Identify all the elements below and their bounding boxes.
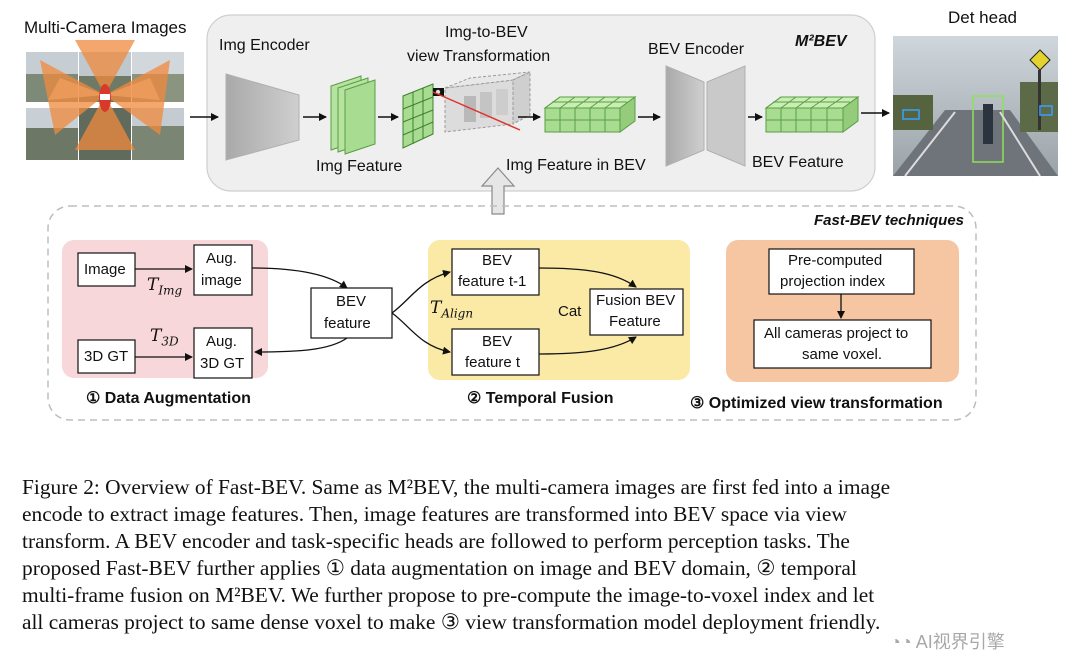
img-feature-in-bev-block [543, 96, 637, 133]
fusion-label-2: Feature [609, 313, 661, 330]
caption-line: multi-frame fusion on M²BEV. We further … [22, 583, 875, 607]
bev-encoder-label: BEV Encoder [648, 41, 745, 58]
fastbev-title: Fast-BEV techniques [814, 212, 965, 229]
img-encoder-shape [225, 73, 300, 161]
bev-curr-label-2: feature t [465, 354, 521, 371]
caption-line: encode to extract image features. Then, … [22, 502, 847, 526]
caption-line: proposed Fast-BEV further applies ① data… [22, 556, 857, 580]
watermark: ◔◔ AI视界引擎 [890, 632, 1005, 652]
img-to-bev-label-2: view Transformation [407, 48, 551, 65]
aug-gt-label-1: Aug. [206, 333, 237, 350]
img-feature-label: Img Feature [316, 158, 403, 175]
aug-gt-label-2: 3D GT [200, 355, 245, 372]
all-cameras-label-1: All cameras project to [764, 325, 909, 342]
bev-curr-label-1: BEV [482, 333, 513, 350]
caption-line: Figure 2: Overview of Fast-BEV. Same as … [22, 475, 891, 499]
all-cameras-label-2: same voxel. [802, 346, 883, 363]
bev-feature-label: BEV Feature [752, 154, 844, 171]
fusion-label-1: Fusion BEV [596, 292, 676, 309]
precomputed-label-1: Pre-computed [788, 252, 883, 269]
up-arrow [480, 167, 516, 215]
img-grid-plane [402, 83, 434, 149]
bev-prev-label-2: feature t-1 [458, 273, 527, 290]
data-augmentation-title: ① Data Augmentation [86, 390, 251, 407]
t-align-symbol: TAlign [430, 298, 474, 321]
fastbev-panel [47, 205, 977, 421]
caption-line: transform. A BEV encoder and task-specif… [22, 529, 850, 553]
bev-encoder-shape [665, 65, 746, 167]
aug-image-label-2: image [201, 272, 242, 289]
bev-prev-label-1: BEV [482, 252, 513, 269]
img-feature-in-bev-label: Img Feature in BEV [506, 157, 646, 174]
det-head-image [893, 36, 1058, 177]
architecture-diagram [26, 14, 1058, 421]
aug-image-label-1: Aug. [206, 250, 237, 267]
bev-feature-block [764, 96, 860, 133]
bev-center-label-1: BEV [336, 293, 367, 310]
gt-box-label: 3D GT [84, 348, 129, 365]
det-head-title: Det head [948, 8, 1017, 27]
img-encoder-label: Img Encoder [219, 37, 310, 54]
t-img-symbol: TImg [147, 275, 183, 298]
img-to-bev-label-1: Img-to-BEV [445, 24, 528, 41]
bev-center-label-2: feature [324, 315, 371, 332]
figure-caption: Figure 2: Overview of Fast-BEV. Same as … [22, 474, 1062, 636]
img-feature-stack [330, 75, 376, 155]
caption-line: all cameras project to same dense voxel … [22, 610, 881, 634]
cat-label: Cat [558, 303, 582, 320]
precomputed-label-2: projection index [780, 273, 886, 290]
t-3d-symbol: T3D [150, 326, 179, 349]
wechat-icon: ◔◔ [890, 632, 916, 652]
m2bev-title: M²BEV [795, 33, 847, 50]
temporal-fusion-title: ② Temporal Fusion [467, 390, 614, 407]
multi-camera-title: Multi-Camera Images [24, 18, 187, 37]
multi-camera-images [26, 40, 184, 160]
optimized-title: ③ Optimized view transformation [690, 395, 943, 412]
image-box-label: Image [84, 261, 126, 278]
voxel-box [432, 71, 531, 133]
